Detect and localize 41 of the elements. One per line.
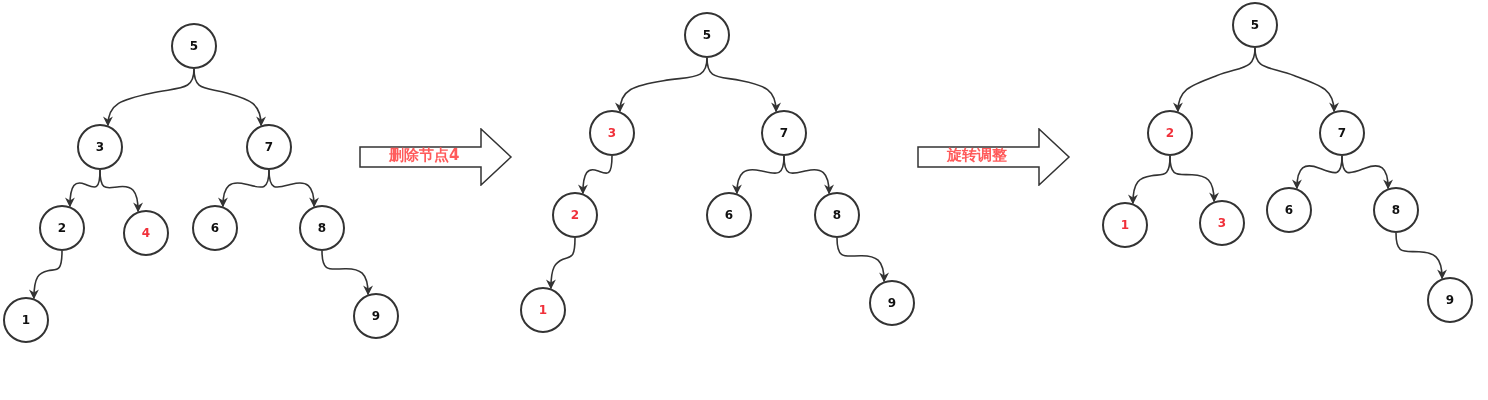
- tree-node: 2: [39, 205, 85, 251]
- arrow: [321, 250, 373, 296]
- tree-node: 5: [171, 23, 217, 69]
- tree-node: 5: [1232, 2, 1278, 48]
- arrow: [546, 237, 576, 290]
- tree-node: 2: [552, 192, 598, 238]
- arrow: [783, 155, 834, 195]
- tree-node: 8: [1373, 187, 1419, 233]
- arrow: [578, 155, 613, 195]
- tree-node: 8: [299, 205, 345, 251]
- tree-node: 9: [1427, 277, 1473, 323]
- tree-node: 8: [814, 192, 860, 238]
- tree-node: 9: [353, 293, 399, 339]
- tree-node: 3: [589, 110, 635, 156]
- arrow: [706, 57, 781, 113]
- arrow: [1169, 155, 1219, 203]
- arrow-label: 旋转调整: [947, 146, 1007, 165]
- arrow: [1341, 155, 1393, 190]
- block-arrow: [917, 128, 1071, 186]
- tree-node: 6: [706, 192, 752, 238]
- tree-node: 1: [520, 287, 566, 333]
- tree-node: 4: [123, 210, 169, 256]
- tree-node: 5: [684, 12, 730, 58]
- tree-node: 3: [77, 124, 123, 170]
- tree-node: 3: [1199, 200, 1245, 246]
- arrow: [268, 169, 319, 208]
- tree-node: 6: [1266, 187, 1312, 233]
- tree-node: 7: [761, 110, 807, 156]
- arrow-label: 删除节点4: [389, 146, 460, 165]
- tree-node: 1: [1102, 202, 1148, 248]
- tree-node: 7: [246, 124, 292, 170]
- tree-node: 1: [3, 297, 49, 343]
- arrow: [1254, 47, 1339, 113]
- tree-node: 2: [1147, 110, 1193, 156]
- block-arrow: [359, 128, 513, 186]
- tree-node: 9: [869, 280, 915, 326]
- arrow: [1395, 232, 1447, 280]
- tree-node: 7: [1319, 110, 1365, 156]
- arrow: [99, 169, 143, 213]
- tree-node: 6: [192, 205, 238, 251]
- arrow: [193, 68, 266, 127]
